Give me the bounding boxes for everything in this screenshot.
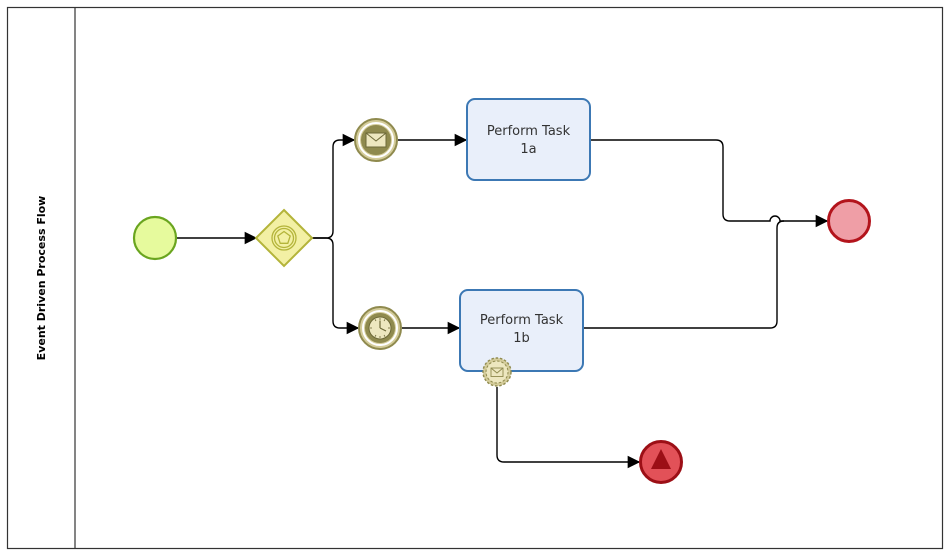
sequence-flows xyxy=(177,133,829,469)
envelope-icon xyxy=(490,367,504,377)
pool-border xyxy=(6,6,944,550)
pool-title[interactable]: Event Driven Process Flow xyxy=(35,196,48,361)
event-based-gateway[interactable] xyxy=(254,208,314,268)
pentagon-icon xyxy=(271,225,297,251)
flow-boundary-to-escalation-end[interactable] xyxy=(496,387,641,469)
message-catch-event[interactable] xyxy=(354,118,398,162)
task-1a[interactable]: Perform Task 1a xyxy=(466,98,591,181)
flow-task-1b-to-end[interactable] xyxy=(583,220,785,329)
escalation-end-event[interactable] xyxy=(639,440,683,484)
flow-gateway-to-message[interactable] xyxy=(312,133,356,239)
task-1a-label-line1: Perform Task xyxy=(487,124,571,139)
flow-gateway-to-timer[interactable] xyxy=(312,237,360,335)
flow-task-1a-to-end[interactable] xyxy=(590,139,829,228)
escalation-triangle-icon xyxy=(651,449,671,469)
task-1a-label-line2: 1a xyxy=(520,142,536,157)
task-1b-label-line1: Perform Task xyxy=(480,313,564,328)
task-1b[interactable]: Perform Task 1b xyxy=(459,289,584,372)
start-event[interactable] xyxy=(132,215,178,261)
pool: Event Driven Process Flow xyxy=(6,6,944,550)
clock-icon xyxy=(368,316,392,340)
end-event[interactable] xyxy=(827,199,871,243)
envelope-icon xyxy=(365,132,387,148)
boundary-message-event[interactable] xyxy=(482,357,512,387)
task-1b-label-line2: 1b xyxy=(513,331,530,346)
timer-catch-event[interactable] xyxy=(358,306,402,350)
